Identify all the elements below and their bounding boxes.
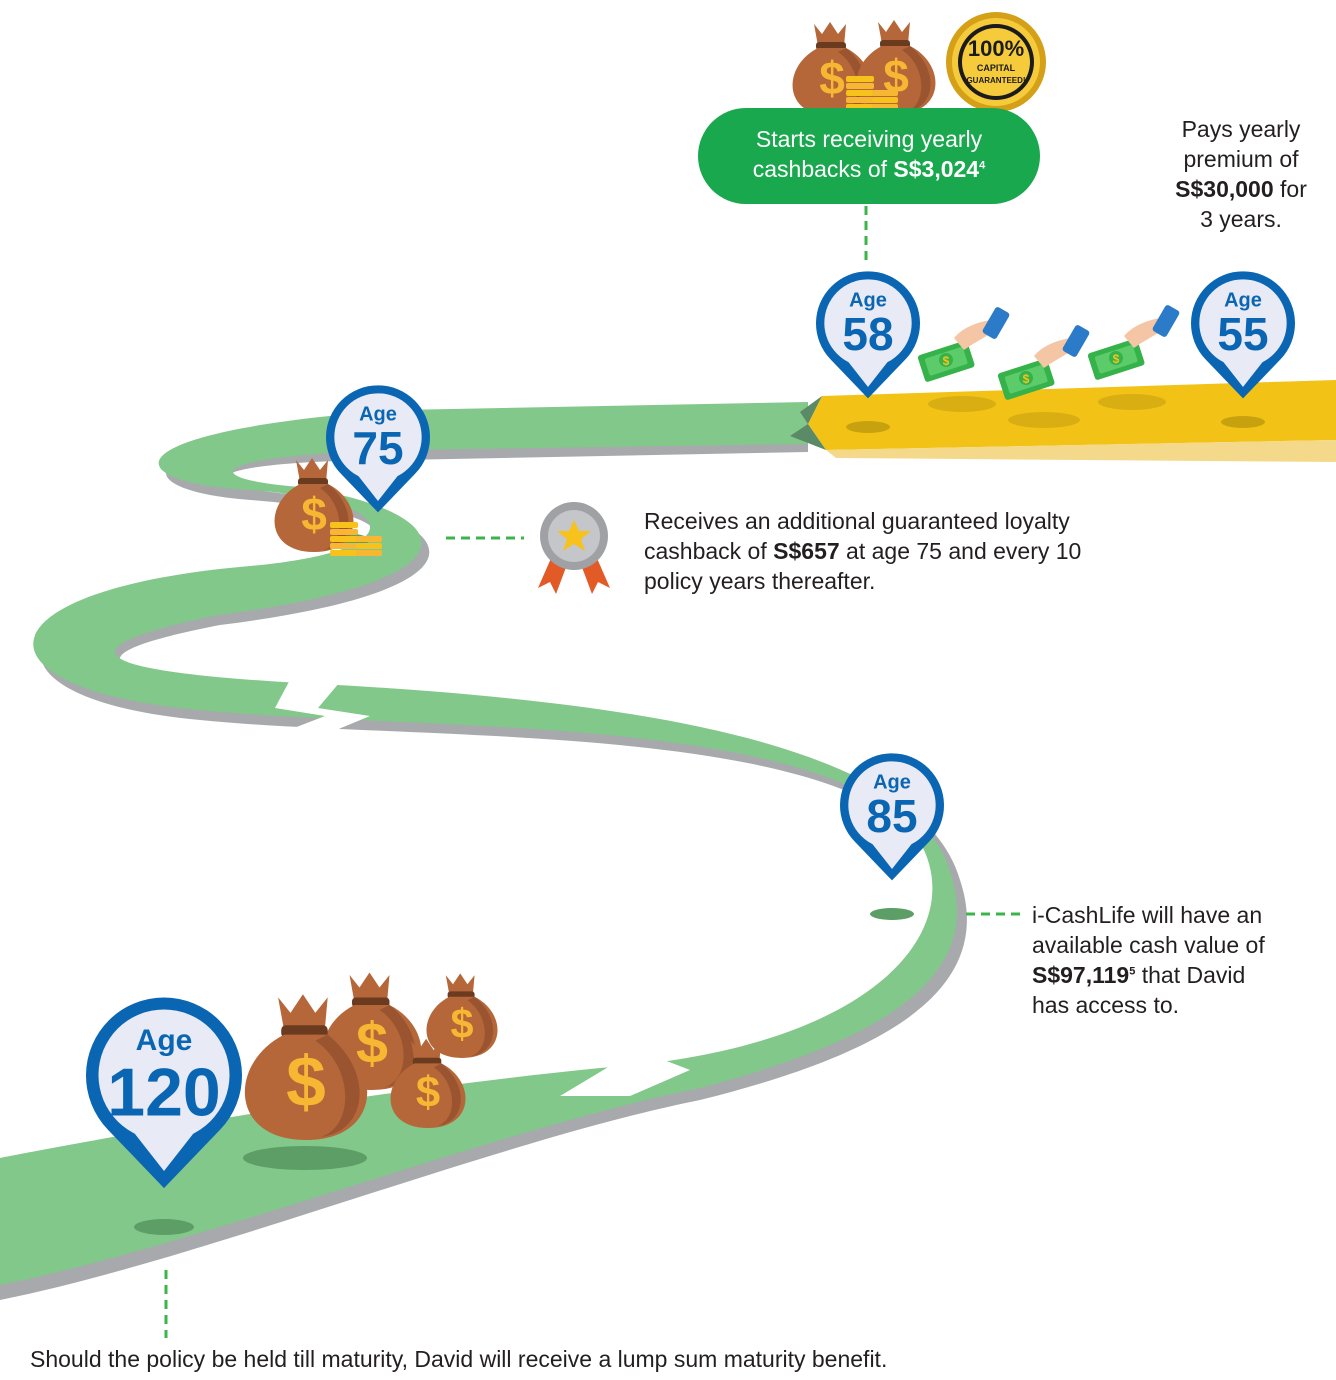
- premium-line4: 3 years.: [1200, 206, 1282, 232]
- pin-age-number: 75: [352, 422, 403, 474]
- badge-line2: CAPITAL: [977, 63, 1016, 73]
- cash-value-line3: S$97,1195 that David: [1032, 962, 1246, 988]
- loyalty-line2: cashback of S$657 at age 75 and every 10: [644, 538, 1082, 564]
- pin-inner: [98, 1009, 230, 1141]
- cashback-bubble: [698, 108, 1040, 204]
- pin-age-label: Age: [359, 403, 397, 425]
- pin-age-label: Age: [873, 771, 911, 793]
- loyalty-note: Receives an additional guaranteed loyalt…: [644, 506, 1204, 596]
- loyalty-line3: policy years thereafter.: [644, 568, 876, 594]
- cash-value-line1: i-CashLife will have an: [1032, 902, 1263, 928]
- pin-inner: [1199, 279, 1287, 367]
- premium-line2: premium of: [1183, 146, 1299, 172]
- premium-amount: S$30,000: [1175, 176, 1274, 202]
- cashback-line1: Starts receiving yearly: [755, 126, 983, 152]
- cash-value-footnote: 5: [1129, 965, 1136, 978]
- maturity-note: Should the policy be held till maturity,…: [30, 1346, 888, 1372]
- pin-inner: [334, 393, 422, 481]
- pin-age-number: 120: [107, 1055, 220, 1131]
- pin-age-number: 55: [1217, 308, 1268, 360]
- pin-age-label: Age: [1224, 289, 1262, 311]
- road: [0, 380, 1336, 1300]
- loyalty-medal-icon: [538, 502, 610, 594]
- pin-age-number: 85: [866, 790, 917, 842]
- badge-line1: 100%: [968, 36, 1024, 61]
- cashback-moneybags-illustration: [792, 20, 936, 116]
- cash-value-amount: S$97,119: [1032, 962, 1130, 988]
- premium-note: Pays yearly premium of S$30,000 for 3 ye…: [1150, 114, 1332, 234]
- premium-line3: S$30,000 for: [1175, 176, 1307, 202]
- cashback-line2: cashbacks of S$3,0244: [752, 156, 986, 182]
- cashback-amount: S$3,024: [893, 156, 980, 182]
- pin-age-label: Age: [136, 1024, 193, 1057]
- capital-guaranteed-badge: 100% CAPITAL GUARANTEED!: [946, 12, 1046, 112]
- premium-line1: Pays yearly: [1181, 116, 1301, 142]
- pin-inner: [824, 279, 912, 367]
- pin-age-number: 58: [842, 308, 893, 360]
- cashback-footnote: 4: [979, 159, 986, 172]
- connectors: [164, 206, 1020, 1338]
- loyalty-amount: S$657: [773, 538, 840, 564]
- cash-value-line4: has access to.: [1032, 992, 1180, 1018]
- loyalty-line1: Receives an additional guaranteed loyalt…: [644, 508, 1070, 534]
- cash-value-note: i-CashLife will have an available cash v…: [1032, 900, 1332, 1020]
- cash-value-line2: available cash value of: [1032, 932, 1265, 958]
- pin-inner: [848, 761, 936, 849]
- pin-age-label: Age: [849, 289, 887, 311]
- cashback-bubble-text: Starts receiving yearly cashbacks of S$3…: [698, 124, 1040, 184]
- badge-line3: GUARANTEED!: [966, 76, 1025, 85]
